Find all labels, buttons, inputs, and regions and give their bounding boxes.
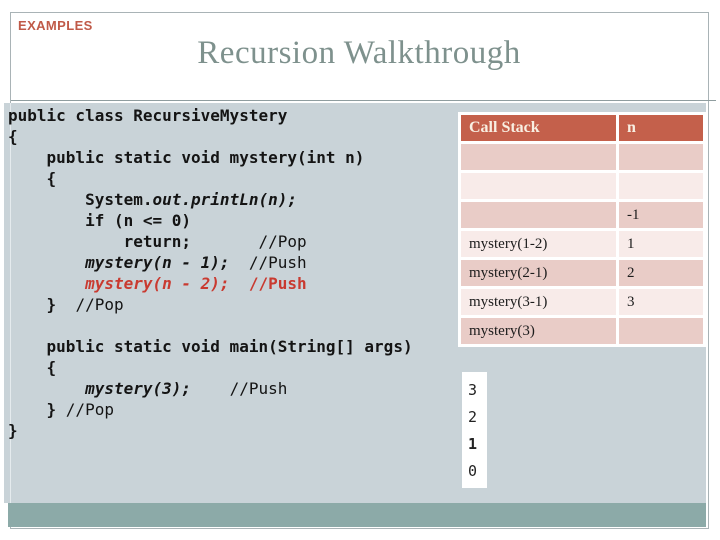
code-segment <box>230 274 249 293</box>
code-segment: mystery(n - 1); <box>85 253 230 272</box>
left-border-overlay <box>10 103 11 503</box>
code-line <box>8 315 413 336</box>
table-cell-call-stack: mystery(3) <box>461 318 616 344</box>
table-cell-call-stack: mystery(3-1) <box>461 289 616 315</box>
code-segment: //Push <box>229 253 307 272</box>
code-segment: //Push <box>191 379 288 398</box>
table-header-row: Call Stack n <box>461 115 703 141</box>
console-line: 0 <box>468 462 478 480</box>
table-cell-call-stack: mystery(2-1) <box>461 260 616 286</box>
table-cell-n <box>619 173 703 199</box>
bottom-accent-bar <box>8 503 706 527</box>
table-row: mystery(1-2)1 <box>461 231 703 257</box>
code-line: mystery(n - 1); //Push <box>8 252 413 273</box>
table-row: mystery(2-1)2 <box>461 260 703 286</box>
table-row <box>461 173 703 199</box>
code-segment: } <box>8 421 18 440</box>
code-segment <box>8 253 85 272</box>
table-cell-call-stack <box>461 144 616 170</box>
table-cell-n: 2 <box>619 260 703 286</box>
code-segment: //Pop <box>75 295 124 314</box>
slide-eyebrow: EXAMPLES <box>18 18 93 33</box>
code-segment: } <box>8 295 76 314</box>
title-divider <box>11 100 716 101</box>
table-cell-n: 3 <box>619 289 703 315</box>
code-segment: mystery(3); <box>85 379 192 398</box>
code-segment <box>8 274 85 293</box>
code-line: System.out.printLn(n); <box>8 189 413 210</box>
code-segment: public static void mystery(int n) <box>8 148 365 167</box>
code-segment: if (n <= 0) <box>8 211 192 230</box>
table-cell-call-stack <box>461 173 616 199</box>
console-line: 1 <box>468 435 478 453</box>
code-segment: { <box>8 358 57 377</box>
code-line: return; //Pop <box>8 231 413 252</box>
code-line: } //Pop <box>8 294 413 315</box>
table-cell-n <box>619 318 703 344</box>
code-segment: { <box>8 169 57 188</box>
table-cell-call-stack: mystery(1-2) <box>461 231 616 257</box>
table-header-n: n <box>619 115 703 141</box>
code-line: { <box>8 357 413 378</box>
table-header-call-stack: Call Stack <box>461 115 616 141</box>
code-segment: return; <box>8 232 192 251</box>
code-segment: mystery(n - 2); <box>85 274 230 293</box>
console-output: 3 2 1 0 <box>462 372 487 488</box>
table-row: mystery(3-1)3 <box>461 289 703 315</box>
code-line: mystery(3); //Push <box>8 378 413 399</box>
table-row: -1 <box>461 202 703 228</box>
console-line: 3 <box>468 381 478 399</box>
code-segment: out.printLn(n); <box>152 190 298 209</box>
code-segment: public class RecursiveMystery <box>8 106 288 125</box>
code-line: if (n <= 0) <box>8 210 413 231</box>
code-line: { <box>8 126 413 147</box>
code-line: { <box>8 168 413 189</box>
code-line: } //Pop <box>8 399 413 420</box>
code-block: public class RecursiveMystery { public st… <box>8 105 413 441</box>
code-line: public class RecursiveMystery <box>8 105 413 126</box>
code-segment: System. <box>8 190 153 209</box>
table-row: mystery(3) <box>461 318 703 344</box>
table-row <box>461 144 703 170</box>
page-title: Recursion Walkthrough <box>197 35 521 71</box>
table-cell-n <box>619 144 703 170</box>
code-segment: { <box>8 127 18 146</box>
code-line: public static void main(String[] args) <box>8 336 413 357</box>
code-segment: //Push <box>248 274 307 293</box>
code-segment: //Pop <box>191 232 307 251</box>
code-segment: //Pop <box>65 400 114 419</box>
code-line: mystery(n - 2); //Push <box>8 273 413 294</box>
table-cell-n: 1 <box>619 231 703 257</box>
table-cell-n: -1 <box>619 202 703 228</box>
code-segment <box>8 379 85 398</box>
table-cell-call-stack <box>461 202 616 228</box>
code-segment: } <box>8 400 66 419</box>
code-segment: public static void main(String[] args) <box>8 337 413 356</box>
console-line: 2 <box>468 408 478 426</box>
code-line: public static void mystery(int n) <box>8 147 413 168</box>
code-line: } <box>8 420 413 441</box>
